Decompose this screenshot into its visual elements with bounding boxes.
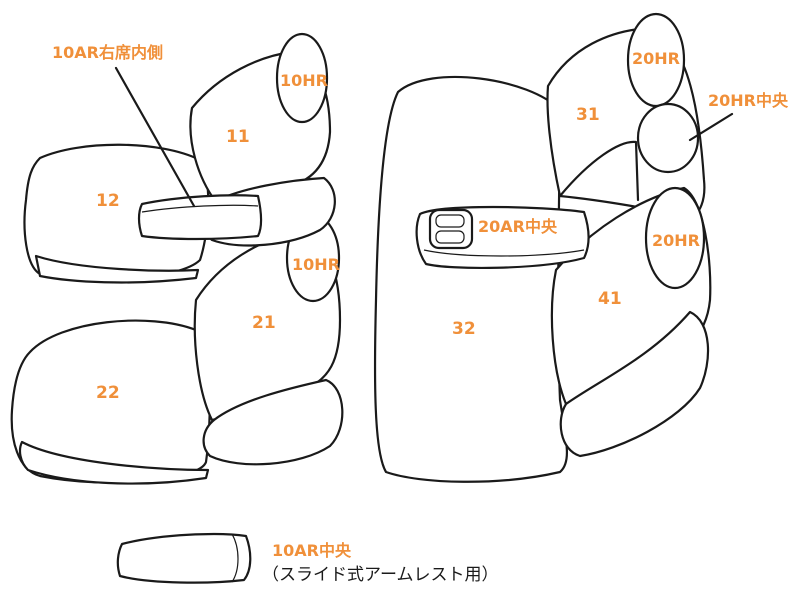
label-20hr-bottom: 20HR	[652, 231, 700, 250]
armrest-10ar-center	[116, 532, 252, 584]
callout-10ar-center-note: （スライド式アームレスト用）	[262, 565, 498, 585]
headrest-labels: 10HR 10HR 20HR 20HR	[280, 49, 700, 274]
label-32: 32	[452, 319, 476, 339]
callout-20hr-center: 20HR中央	[708, 91, 789, 110]
label-41: 41	[598, 289, 622, 309]
callout-10ar-center: 10AR中央	[272, 541, 352, 560]
label-31: 31	[576, 105, 600, 125]
seat-32	[373, 75, 569, 483]
label-10hr-top: 10HR	[280, 71, 328, 90]
armrest-20ar-center	[415, 205, 590, 270]
label-11: 11	[226, 127, 250, 147]
label-10hr-bottom: 10HR	[292, 255, 340, 274]
label-21: 21	[252, 313, 276, 333]
label-12: 12	[96, 191, 120, 211]
label-22: 22	[96, 383, 120, 403]
leader-20hr-center	[688, 112, 734, 142]
armrest-10ar-right-inner	[137, 194, 263, 241]
headrest-20hr-center	[636, 102, 700, 174]
leader-10ar-right-inner	[114, 66, 196, 208]
headrest-20hr-bottom	[644, 186, 706, 290]
callout-labels: 10AR右席内側 20HR中央 20AR中央 10AR中央 （スライド式アームレ…	[52, 43, 789, 585]
seat-12	[23, 143, 210, 284]
headrest-10hr-top	[275, 32, 329, 124]
label-20hr-top: 20HR	[632, 49, 680, 68]
callout-10ar-right-inner: 10AR右席内側	[52, 43, 163, 62]
callout-20ar-center: 20AR中央	[478, 217, 558, 236]
seat-22	[10, 319, 211, 485]
seat-number-labels: 11 12 21 22 31 32 41	[96, 105, 622, 403]
